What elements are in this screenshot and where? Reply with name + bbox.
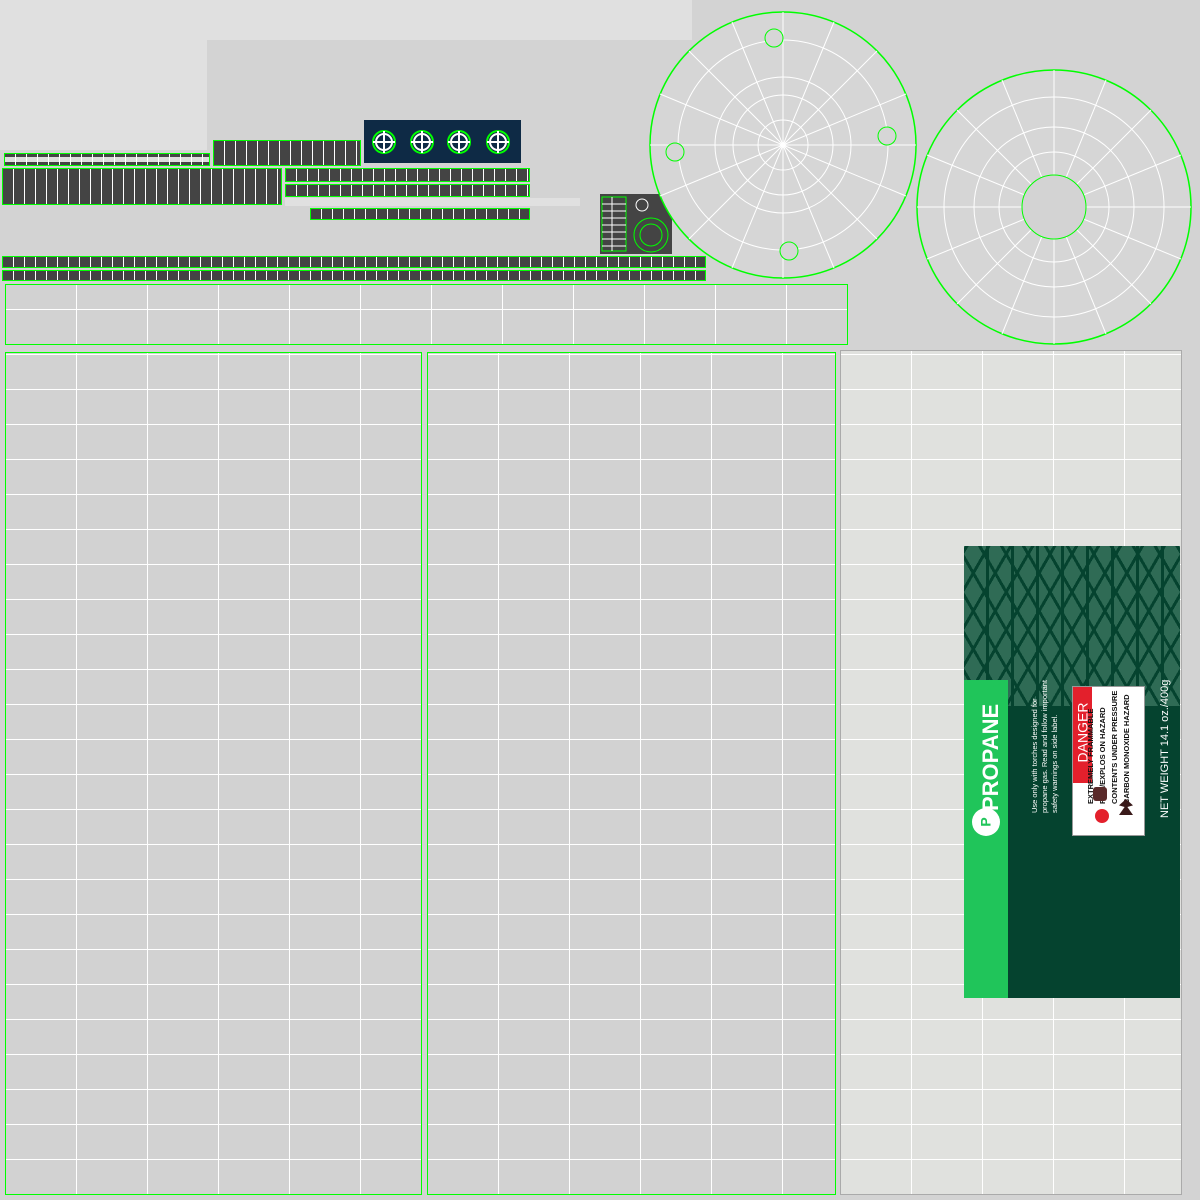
hazard-item: CONTENTS UNDER PRESSURE <box>1110 690 1119 804</box>
explosion-hazard-icon <box>1093 787 1107 801</box>
triangle-pattern <box>964 546 1180 706</box>
hazard-item: FIRE/EXPLOS ON HAZARD <box>1098 707 1107 804</box>
valve-icon <box>601 196 669 253</box>
bg-light-panel-left <box>0 40 207 150</box>
uv-grid-band <box>5 284 848 345</box>
brand-initial: P <box>978 817 994 827</box>
bolt-icons <box>372 130 510 154</box>
flame-hazard-icon <box>1095 809 1109 823</box>
instruction-line: safety warnings on side label. <box>1050 714 1059 813</box>
person-hazard-icon <box>1119 799 1133 815</box>
uv-strip <box>4 153 210 166</box>
uv-strip <box>213 140 361 166</box>
hazard-list: EXTREMELY FRAMMABLE FIRE/EXPLOS ON HAZAR… <box>1085 674 1135 804</box>
instruction-line: propane gas. Read and follow important <box>1040 679 1049 813</box>
product-name: PROPANE <box>978 703 1003 811</box>
danger-header <box>1073 687 1092 783</box>
instructions: Use only with torches designed for propa… <box>1030 673 1062 813</box>
uv-strip <box>310 208 530 220</box>
hazard-item: CARBON MONOXIDE HAZARD <box>1122 694 1131 804</box>
uv-discs <box>649 11 1192 345</box>
uv-strip-long <box>2 256 706 268</box>
net-weight: NET WEIGHT 14.1 oz./400g <box>1159 679 1171 818</box>
danger-box: DANGER EXTREMELY FRAMMABLE FIRE/EXPLOS O… <box>1072 686 1145 836</box>
green-stripe <box>964 680 1008 998</box>
uv-grid-panel-left <box>5 352 422 1195</box>
uv-strip <box>285 168 530 182</box>
hazard-item: EXTREMELY FRAMMABLE <box>1086 708 1095 804</box>
brand-badge: P <box>972 808 1000 836</box>
bg-light-panel <box>0 0 692 40</box>
propane-label: P PROPANE Use only with torches designed… <box>964 546 1180 998</box>
uv-strip <box>2 168 282 205</box>
bg-bar <box>285 198 580 206</box>
green-wedge <box>964 680 1008 700</box>
bolt-panel <box>364 120 521 163</box>
uv-strip-long <box>2 270 706 281</box>
valve-panel <box>600 194 672 254</box>
uv-strip <box>285 184 530 197</box>
instruction-line: Use only with torches designed for <box>1030 698 1039 813</box>
uv-grid-panel-middle <box>427 352 836 1195</box>
